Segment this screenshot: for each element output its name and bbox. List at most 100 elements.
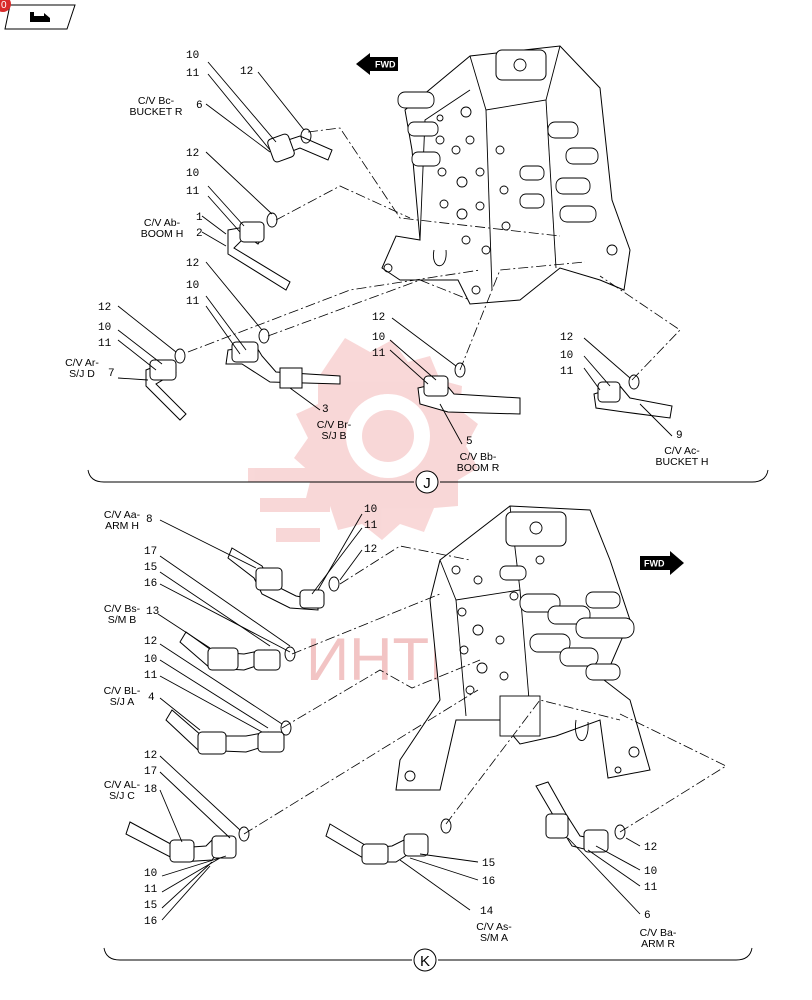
callout: 11 <box>644 882 658 894</box>
callout: 10 <box>364 504 377 516</box>
callout: 12 <box>240 66 253 78</box>
callout: 7 <box>108 368 115 380</box>
label-cv-ar-line2: S/J D <box>69 368 95 380</box>
callout: 12 <box>644 842 657 854</box>
callout: 12 <box>98 302 111 314</box>
callout: 14 <box>480 906 494 918</box>
callout: 3 <box>322 404 329 416</box>
callout: 10 <box>98 322 111 334</box>
hose-fittings-j <box>145 128 673 421</box>
view-bracket-k: K <box>103 947 753 972</box>
callout: 6 <box>644 910 651 922</box>
callout: 16 <box>144 578 157 590</box>
callout: 12 <box>144 636 157 648</box>
callouts-k: 8 10 11 12 17 15 16 13 12 10 11 4 12 17 … <box>144 504 658 928</box>
callout: 4 <box>148 692 155 704</box>
callout: 5 <box>466 436 473 448</box>
label-cv-as-line1: C/V As- <box>476 921 512 933</box>
hose-fittings-k <box>125 547 626 865</box>
callout: 15 <box>144 900 157 912</box>
control-valve-block-k <box>395 505 651 791</box>
callout: 12 <box>364 544 377 556</box>
callout: 1 <box>196 212 203 224</box>
label-cv-ba-line2: ARM R <box>641 938 675 950</box>
callout: 17 <box>144 766 157 778</box>
watermark-logo <box>248 338 478 542</box>
label-cv-al-line1: C/V AL- <box>104 779 141 791</box>
callout: 11 <box>186 186 200 198</box>
label-cv-bb-line1: C/V Bb- <box>460 451 497 463</box>
fwd-label-k: FWD <box>644 559 665 569</box>
label-cv-ab-line2: BOOM H <box>141 228 184 240</box>
callout: 11 <box>144 670 158 682</box>
callout: 10 <box>560 350 573 362</box>
callout: 16 <box>482 876 495 888</box>
label-cv-bc-line1: C/V Bc- <box>138 95 175 107</box>
view-id-j: J <box>423 475 431 492</box>
callout: 18 <box>144 784 157 796</box>
label-cv-bs-line2: S/M B <box>108 614 137 626</box>
nav-back-button[interactable] <box>4 4 76 30</box>
label-cv-aa-line1: C/V Aa- <box>104 509 141 521</box>
label-cv-ac-line1: C/V Ac- <box>664 445 700 457</box>
view-bracket-j: J <box>87 469 769 494</box>
callout: 12 <box>186 148 199 160</box>
circuit-labels-k: C/V Aa- ARM H C/V Bs- S/M B C/V BL- S/J … <box>104 509 677 950</box>
label-cv-bc-line2: BUCKET R <box>130 106 183 118</box>
callout: 12 <box>144 750 157 762</box>
nav-badge-text: 0 <box>1 0 7 11</box>
label-cv-bl-line2: S/J A <box>110 696 135 708</box>
fwd-label-j: FWD <box>375 60 396 70</box>
callout: 13 <box>146 606 159 618</box>
callout: 12 <box>372 312 385 324</box>
callout: 9 <box>676 430 683 442</box>
label-cv-bl-line1: C/V BL- <box>104 685 141 697</box>
callout: 11 <box>560 366 574 378</box>
callout: 11 <box>364 520 378 532</box>
label-cv-ab-line1: C/V Ab- <box>144 217 181 229</box>
callout: 11 <box>186 296 200 308</box>
label-cv-br-line2: S/J B <box>321 430 346 442</box>
circuit-labels-j: C/V Bc- BUCKET R C/V Ab- BOOM H C/V Ar- … <box>65 95 708 474</box>
label-cv-ar-line1: C/V Ar- <box>65 357 99 369</box>
watermark-text: ИНТЕ <box>306 626 469 693</box>
callouts-j: 10 11 12 6 12 10 11 1 2 12 10 11 12 10 1… <box>98 50 683 448</box>
dashed-leaders-j <box>187 127 681 381</box>
callout: 6 <box>196 100 203 112</box>
back-arrow-icon <box>4 4 76 30</box>
label-cv-as-line2: S/M A <box>480 932 508 944</box>
callout: 15 <box>482 858 495 870</box>
label-cv-bs-line1: C/V Bs- <box>104 603 141 615</box>
fwd-arrow-icon-k: FWD <box>640 551 684 575</box>
callout: 12 <box>186 258 199 270</box>
callout: 10 <box>372 332 385 344</box>
callout: 8 <box>146 514 153 526</box>
callout: 10 <box>144 868 157 880</box>
fwd-arrow-icon-j: FWD <box>356 53 398 75</box>
label-cv-aa-line2: ARM H <box>105 520 139 532</box>
callout: 10 <box>186 280 199 292</box>
callout: 11 <box>186 68 200 80</box>
label-cv-al-line2: S/J C <box>109 790 135 802</box>
callout: 11 <box>144 884 158 896</box>
callout: 10 <box>186 50 199 62</box>
view-id-k: K <box>420 953 430 970</box>
callout: 10 <box>644 866 657 878</box>
callout: 12 <box>560 332 573 344</box>
callout: 10 <box>144 654 157 666</box>
label-cv-br-line1: C/V Br- <box>317 419 352 431</box>
callout: 2 <box>196 228 203 240</box>
label-cv-ba-line1: C/V Ba- <box>640 927 677 939</box>
dashed-leaders-k <box>243 545 727 835</box>
callout: 11 <box>372 348 386 360</box>
callout-leaders-k <box>157 513 641 921</box>
label-cv-bb-line2: BOOM R <box>457 462 500 474</box>
callout: 17 <box>144 546 157 558</box>
callout-leaders-j <box>117 61 673 445</box>
label-cv-ac-line2: BUCKET H <box>656 456 709 468</box>
callout: 11 <box>98 338 112 350</box>
callout: 10 <box>186 168 199 180</box>
nav-badge: 0 <box>0 0 11 12</box>
